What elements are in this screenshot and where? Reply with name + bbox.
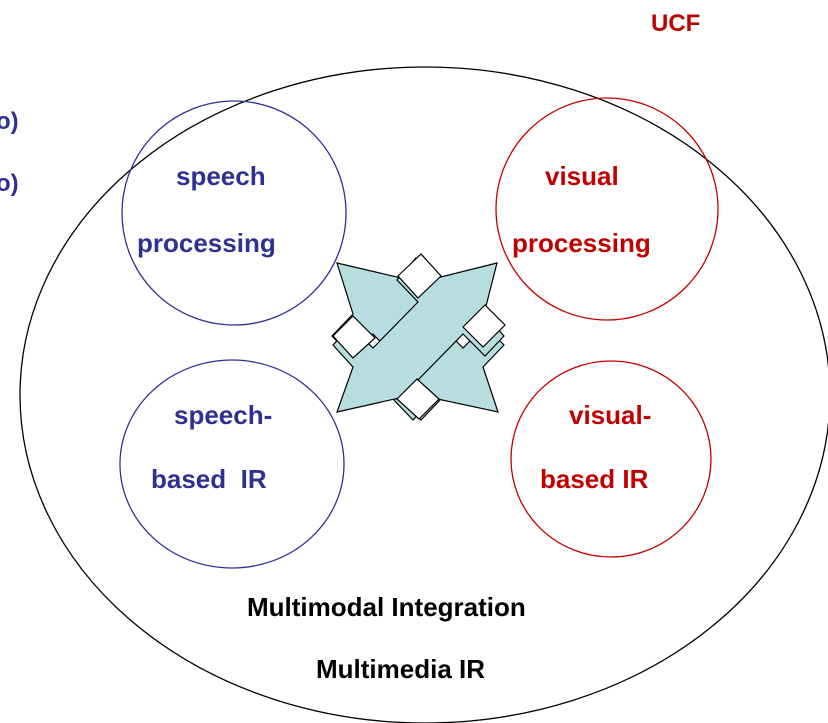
- visual-based-ir-line1: visual-: [569, 400, 652, 430]
- visual-based-ir-line2: based IR: [540, 464, 649, 494]
- outer-ellipse: [19, 66, 828, 723]
- arrowhead-se: [396, 378, 440, 420]
- visual-processing-circle: [495, 97, 719, 321]
- speech-based-ir-circle: [119, 359, 345, 569]
- visual-based-ir-circle: [510, 360, 712, 558]
- multimodal-integration-label: Multimodal Integration: [247, 592, 526, 622]
- arrowhead-sw: [332, 315, 376, 359]
- speech-based-ir-line1: speech-: [174, 400, 273, 430]
- bidirectional-arrows-icon: [331, 253, 506, 421]
- speech-processing-line1: speech: [176, 161, 266, 191]
- left-fragment-2: o): [0, 170, 19, 197]
- speech-processing-circle: [121, 100, 347, 326]
- visual-processing-line1: visual: [545, 161, 619, 191]
- arrowhead-ne: [462, 304, 506, 348]
- multimedia-ir-label: Multimedia IR: [316, 654, 486, 684]
- arrowhead-nw: [397, 253, 442, 299]
- left-fragment-1: o): [0, 108, 19, 135]
- speech-based-ir-line2: based IR: [151, 464, 267, 494]
- visual-processing-line2: processing: [512, 228, 651, 258]
- speech-processing-line2: processing: [137, 228, 276, 258]
- org-label: UCF: [651, 10, 701, 37]
